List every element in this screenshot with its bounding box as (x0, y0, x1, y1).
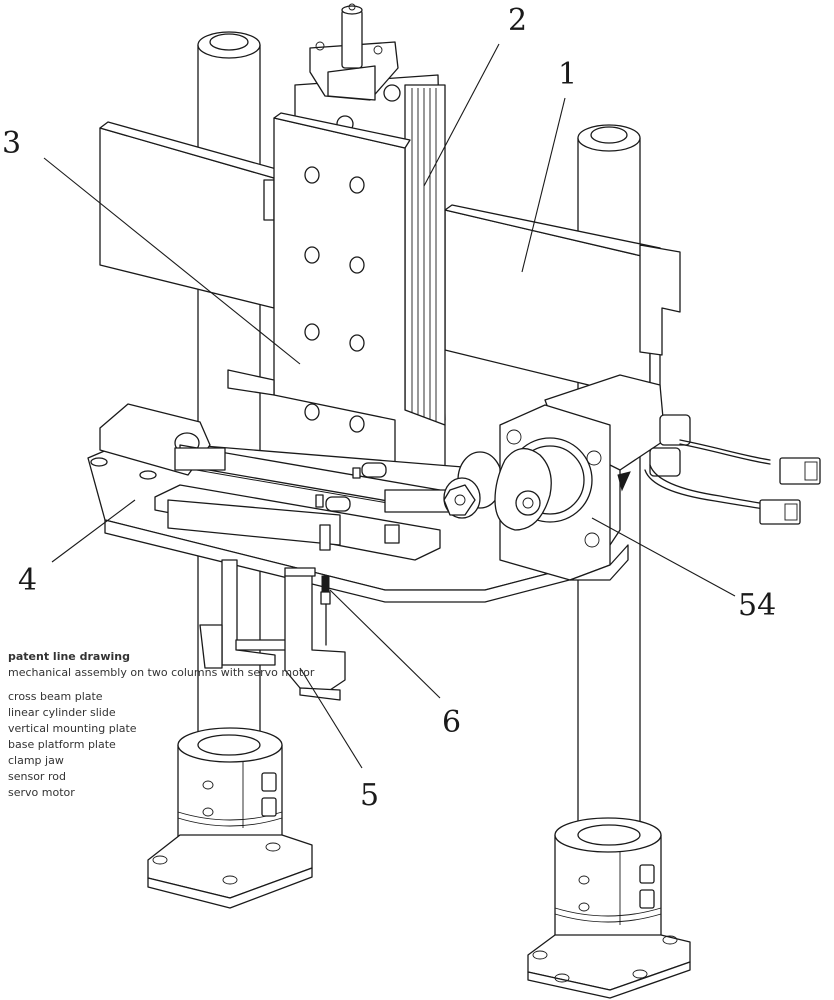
vertical-plate (227, 112, 446, 471)
right-column-base (527, 817, 691, 999)
callout-5: 5 (360, 778, 379, 813)
leader-lines (43, 43, 736, 769)
leader-3 (43, 157, 301, 365)
leader-5 (299, 667, 363, 769)
left-column-base (147, 727, 313, 909)
clamp-jaws (199, 559, 346, 701)
callout-4: 4 (18, 563, 37, 598)
mounting-holes (304, 166, 365, 433)
leader-54 (591, 517, 736, 597)
callout-2: 2 (508, 3, 527, 38)
callout-labels: 1 2 3 4 5 6 54 (2, 3, 776, 813)
legend-part-1: cross beam plate (8, 690, 103, 703)
cross-beam-plate (444, 204, 681, 401)
leader-4 (51, 499, 136, 563)
figure-subject: mechanical assembly on two columns with … (8, 666, 315, 679)
legend-part-2: linear cylinder slide (8, 706, 116, 719)
leader-2 (423, 43, 500, 187)
sensor-rod (320, 575, 331, 646)
base-platform (87, 403, 621, 603)
callout-3: 3 (2, 126, 21, 161)
servo-motor (494, 374, 821, 581)
legend-part-4: base platform plate (8, 738, 116, 751)
parts-legend: patent line drawing mechanical assembly … (8, 650, 315, 799)
figure-type: patent line drawing (8, 650, 130, 663)
legend-part-54: servo motor (8, 786, 75, 799)
leader-1 (521, 97, 566, 273)
legend-part-5: clamp jaw (8, 754, 64, 767)
leader-6 (329, 589, 441, 699)
legend-part-3: vertical mounting plate (8, 722, 137, 735)
legend-part-6: sensor rod (8, 770, 66, 783)
callout-6: 6 (442, 705, 461, 740)
callout-54: 54 (738, 588, 776, 623)
callout-1: 1 (558, 57, 577, 92)
